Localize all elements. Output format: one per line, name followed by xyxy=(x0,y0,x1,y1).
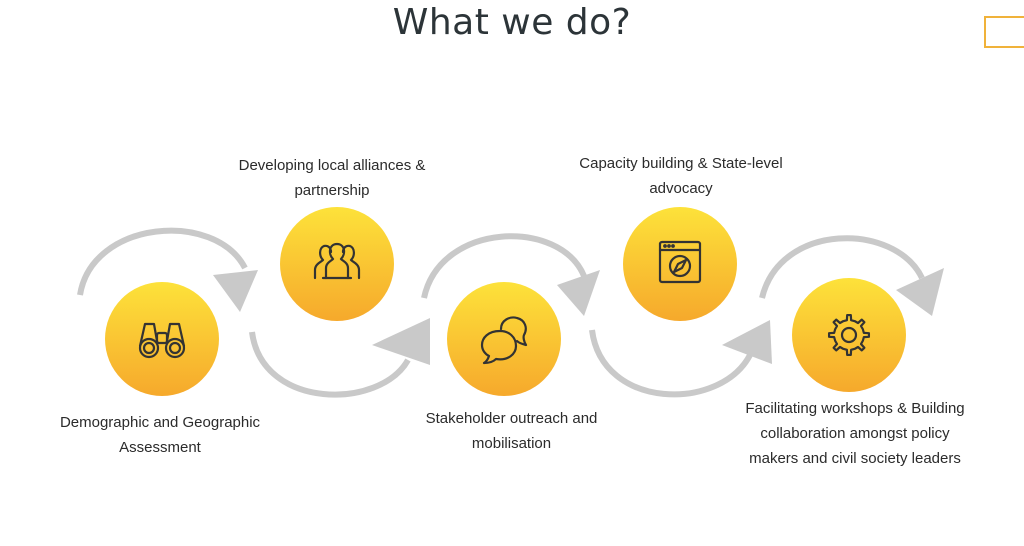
accent-corner-box xyxy=(984,16,1024,48)
step-label-5: Facilitating workshops & Building collab… xyxy=(745,400,965,467)
step-circle-3 xyxy=(447,282,561,396)
arrowhead-2 xyxy=(372,318,430,365)
flow-arrowheads xyxy=(213,268,944,365)
page-title: What we do? xyxy=(392,2,632,43)
step-label-2: Developing local alliances & partnership xyxy=(238,157,426,199)
step-circles xyxy=(105,207,906,396)
arrowhead-5 xyxy=(896,268,944,316)
step-circle-5 xyxy=(792,278,906,392)
step-circle-1 xyxy=(105,282,219,396)
flow-arc-3 xyxy=(421,233,587,299)
flow-arc-1 xyxy=(77,227,248,296)
arrowhead-1 xyxy=(213,270,258,312)
gear-icon xyxy=(827,313,871,357)
binoculars-icon xyxy=(138,322,186,359)
browser-compass-icon xyxy=(658,240,702,284)
arrowhead-3 xyxy=(557,270,600,316)
step-label-4: Capacity building & State-level advocacy xyxy=(579,155,783,197)
arrowhead-4 xyxy=(722,320,772,364)
step-label-1: Demographic and Geographic Assessment xyxy=(59,414,261,456)
flow-arrows xyxy=(77,227,925,398)
step-circle-2 xyxy=(280,207,394,321)
chat-bubbles-icon xyxy=(480,316,528,365)
step-label-3: Stakeholder outreach and mobilisation xyxy=(425,410,598,452)
flow-arc-2 xyxy=(249,331,411,398)
flow-arc-5 xyxy=(759,235,925,299)
flow-arc-4 xyxy=(589,329,753,398)
people-group-icon xyxy=(313,242,361,280)
